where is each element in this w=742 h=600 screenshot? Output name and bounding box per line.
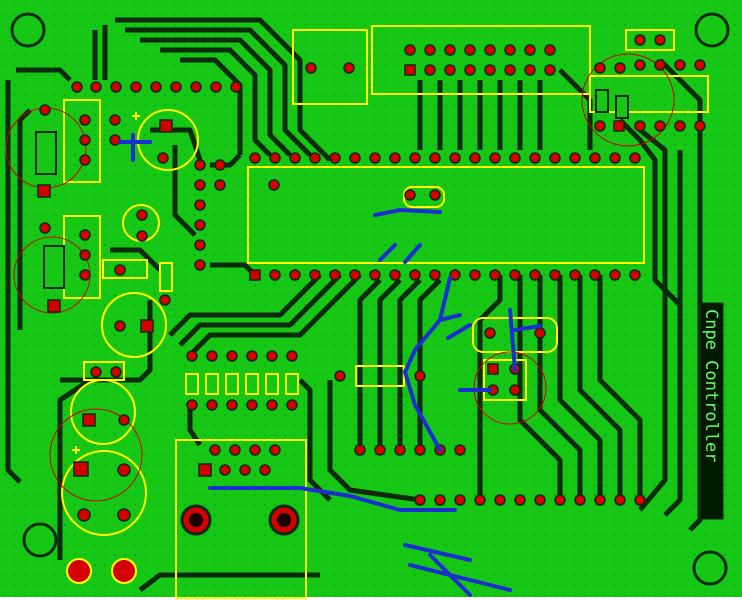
small-part-outline bbox=[83, 361, 125, 381]
header-left-outline bbox=[292, 29, 368, 105]
small-resistor-outline bbox=[102, 259, 148, 279]
header-block-outline bbox=[371, 25, 591, 95]
resistor-array bbox=[185, 373, 299, 395]
pad-header-upper bbox=[404, 44, 556, 76]
top-right-header-outline bbox=[625, 29, 675, 51]
crystal-pins-outline bbox=[483, 359, 527, 401]
mounting-hole-bottom-left bbox=[22, 522, 58, 558]
board-bottom-edge bbox=[0, 597, 742, 600]
resistor-bank-outline bbox=[355, 365, 405, 387]
copper-traces bbox=[5, 17, 703, 592]
diode-outline bbox=[159, 262, 173, 292]
mounting-hole-top-left bbox=[10, 12, 46, 48]
mounting-holes bbox=[10, 12, 730, 586]
regulator-1-outline bbox=[63, 99, 101, 183]
mounting-hole-bottom-right bbox=[692, 550, 728, 586]
power-pad-2 bbox=[111, 558, 137, 584]
board-name-label: Cnpe Controller bbox=[700, 302, 724, 520]
jumper-wires bbox=[118, 133, 542, 597]
relay-outline bbox=[589, 75, 709, 113]
jumper-outline bbox=[403, 186, 445, 208]
power-pad-1 bbox=[66, 558, 92, 584]
board-name-text: Cnpe Controller bbox=[701, 309, 721, 463]
cap-5-outline bbox=[61, 450, 147, 536]
pad-ic-top-row bbox=[249, 152, 641, 164]
connector-outline bbox=[175, 439, 307, 599]
regulator-bodies bbox=[35, 89, 629, 289]
cap-3-outline bbox=[101, 292, 167, 358]
pad-row-top-left bbox=[71, 81, 242, 93]
pads bbox=[37, 34, 706, 584]
silkscreen bbox=[61, 25, 709, 599]
ic-footprint-outline bbox=[247, 166, 645, 264]
mounting-hole-top-right bbox=[694, 12, 730, 48]
pad-ic-bottom-row bbox=[249, 269, 641, 281]
